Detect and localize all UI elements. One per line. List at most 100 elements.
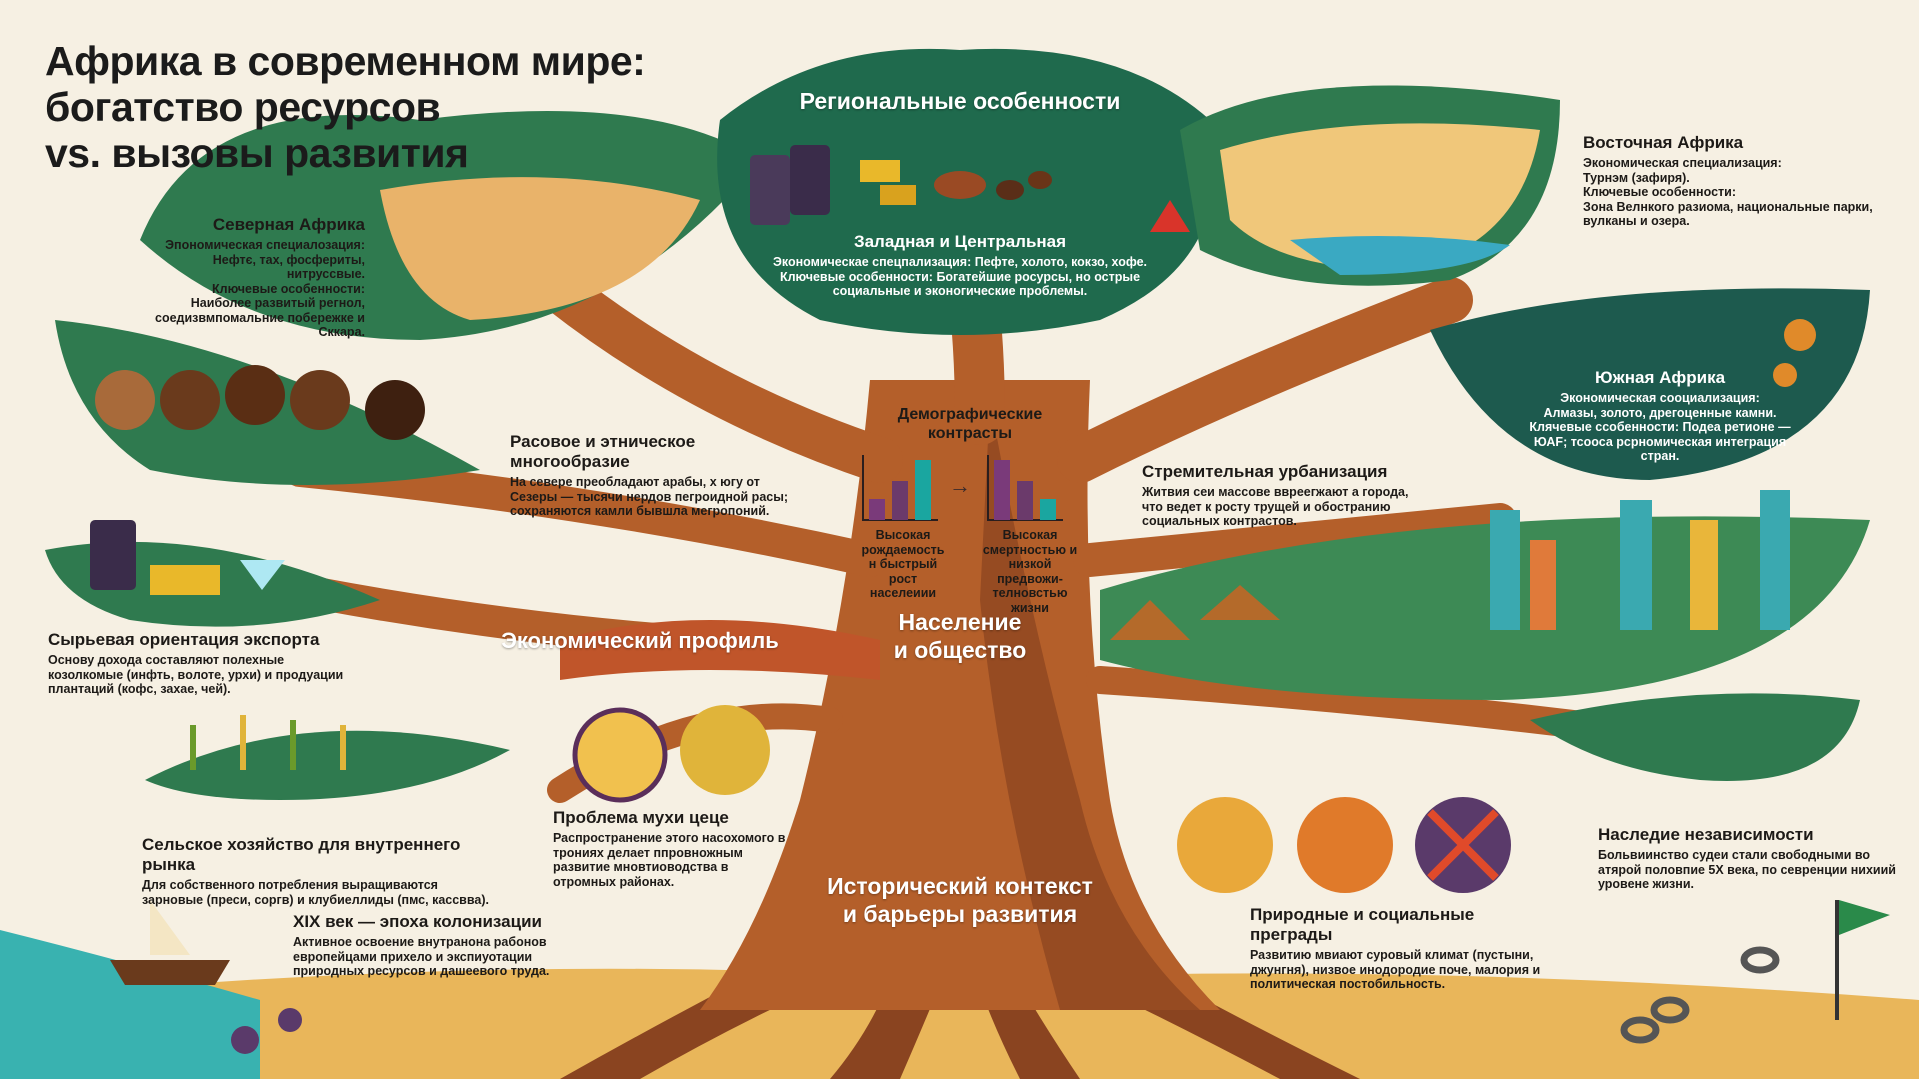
topic-diversity-title: Расовое и этническое многообразие [510, 432, 696, 471]
topic-colonization: XIX век — эпоха колонизации Активное осв… [293, 912, 563, 979]
demography-left-bar [869, 499, 885, 520]
demography-right-bar [1017, 481, 1033, 520]
region-south-title: Южная Африка [1594, 368, 1726, 387]
region-west-central: Заладная и Центральная Экономическае спе… [760, 232, 1160, 299]
section-population: Население и общество [860, 608, 1060, 664]
ship-icon [110, 900, 230, 985]
demography-right-text: Высокая смертностью и низкой предвожи-те… [982, 528, 1078, 615]
title-line-1: Африка в современном мире: [45, 38, 646, 84]
topic-diversity-text: На севере преобладают арабы, х югу от Се… [510, 475, 789, 518]
leaf-independence [1530, 693, 1860, 781]
demography-left-caption: Высокая рождаемость н быстрый рост насел… [858, 528, 948, 601]
demography-right-axis [987, 455, 1063, 521]
topic-barriers-text: Развитию мвиают суровый климат (пустыни,… [1250, 948, 1541, 991]
region-east: Восточная Африка Экономическая специализ… [1583, 133, 1883, 229]
crops-icon [190, 715, 346, 770]
region-west-central-spec: Пефте, холото, кокзо, хофе. [974, 255, 1148, 269]
topic-demography-title: Демографические контрасты [897, 406, 1043, 442]
topic-export-text: Основу дохода составляют полехные козолк… [48, 653, 344, 696]
region-east-key: Зона Велнкого разиома, национальные парк… [1583, 199, 1873, 229]
warning-icon [1150, 200, 1190, 232]
leaf-south [1430, 288, 1870, 480]
region-east-spec: Турнэм (зафиря). [1583, 170, 1690, 185]
topic-tsetse-text: Распространение этого насохомого в трони… [553, 831, 786, 889]
title-line-3: vs. вызовы развития [45, 130, 469, 176]
topic-urbanization: Стремительная урбанизация Житвия сеи мас… [1142, 462, 1432, 529]
region-north-spec-label: Эпономическая специалозация: [165, 238, 365, 252]
topic-colonization-text: Активное освоение внутранона рабонов евр… [293, 935, 550, 978]
desert-icon [1177, 797, 1273, 893]
section-history-line-1: Исторический контекст [827, 873, 1093, 899]
topic-urbanization-text: Житвия сеи массове ввреегжают а города, … [1142, 485, 1409, 528]
demography-left-bar [892, 481, 908, 520]
demography-charts [862, 455, 1063, 521]
cocoa-icon [934, 171, 1052, 200]
flag-icon [1835, 900, 1890, 1020]
section-history-line-2: и барьеры развития [842, 901, 1078, 927]
mosquito-icon [1297, 797, 1393, 893]
topic-urbanization-title: Стремительная урбанизация [1142, 462, 1388, 481]
region-south-spec: Алмазы, золото, дрегоценные камни. [1543, 405, 1777, 420]
people-portraits [95, 365, 425, 440]
region-west-central-key: Богатейшие росурсы, но острые социальные… [832, 269, 1141, 299]
region-north-key: Наиболее развитый регнол, соедизвмпомаль… [155, 296, 365, 339]
oil-barrel-icon [750, 145, 830, 225]
region-south-key-label: Клячевые ссобенности: [1529, 420, 1679, 434]
arrow-right-icon: → [949, 473, 971, 498]
region-south-spec-label: Экономическая сооциализация: [1560, 391, 1760, 405]
topic-tsetse: Проблема мухи цеце Распространение этого… [553, 808, 793, 889]
topic-demography: Демографические контрасты [870, 405, 1070, 446]
tsetse-fly-icon [572, 707, 668, 803]
ground [0, 968, 1919, 1079]
region-north: Северная Африка Эпономическая специалоза… [150, 215, 365, 340]
section-history: Исторический контекст и барьеры развития [800, 872, 1120, 928]
topic-agriculture-text: Для собственного потребления выращиваютс… [142, 878, 489, 907]
scene-east [1220, 123, 1540, 270]
topic-independence-text: Больвиинство судеи стали свободными во а… [1598, 848, 1896, 891]
leaf-urban [1100, 516, 1870, 700]
region-north-title: Северная Африка [212, 215, 365, 234]
region-north-key-label: Ключевые особенности: [212, 281, 365, 296]
page-title: Африка в современном мире: богатство рес… [45, 38, 646, 176]
topic-barriers-title: Природные и социальные преграды [1250, 905, 1475, 944]
region-west-central-key-label: Ключевые особенности: [779, 269, 933, 284]
topic-barriers: Природные и социальные преграды Развитию… [1250, 905, 1560, 992]
section-economic: Экономический профиль [501, 628, 779, 653]
region-north-spec: Нефтє, тах, фосфериты, нитруссвые. [212, 252, 365, 282]
cattle-icon [680, 705, 770, 795]
region-south-key: Подеа ретионе — ЮАF; тсооса рсрномическа… [1533, 420, 1791, 463]
region-east-title: Восточная Африка [1583, 133, 1744, 152]
gears-icon [231, 319, 1816, 1054]
region-south: Южная Африка Экономическая сооциализация… [1520, 368, 1800, 464]
topic-colonization-title: XIX век — эпоха колонизации [293, 912, 542, 931]
city-skyline-icon [1490, 490, 1790, 630]
gold-bar-icon [860, 160, 916, 205]
export-resources-icon [90, 520, 285, 595]
region-west-central-title: Заладная и Центральная [853, 232, 1067, 251]
demography-left-axis [862, 455, 938, 521]
broken-chain-icon [1620, 946, 1780, 1044]
huts-icon [1110, 585, 1280, 640]
demography-left-text: Высокая рождаемость н быстрый рост насел… [861, 528, 945, 600]
demography-right-bar [994, 460, 1010, 520]
leaf-agriculture [145, 730, 510, 800]
title-line-2: богатство ресурсов [45, 84, 441, 130]
topic-independence-title: Наследие независимости [1598, 825, 1814, 844]
sea [0, 930, 260, 1079]
topic-export-title: Сырьевая ориентация экспорта [48, 630, 320, 649]
region-west-central-spec-label: Экономическае спецпализация: [772, 255, 972, 269]
scene-north [380, 177, 700, 320]
region-east-spec-label: Экономическая специализация: [1583, 156, 1782, 170]
demography-left-bar [915, 460, 931, 520]
topic-independence: Наследие независимости Больвиинство суде… [1598, 825, 1898, 892]
topic-tsetse-title: Проблема мухи цеце [553, 808, 729, 827]
topic-export: Сырьевая ориентация экспорта Основу дохо… [48, 630, 358, 697]
section-population-line-1: Население [898, 609, 1022, 635]
demography-right-bar [1040, 499, 1056, 520]
demography-right-caption: Высокая смертностью и низкой предвожи-те… [980, 528, 1080, 615]
lake [1290, 236, 1510, 275]
section-regional: Региональные особенности [799, 88, 1121, 114]
topic-diversity: Расовое и этническое многообразие На сев… [510, 432, 810, 519]
section-population-line-2: и общество [893, 637, 1027, 663]
